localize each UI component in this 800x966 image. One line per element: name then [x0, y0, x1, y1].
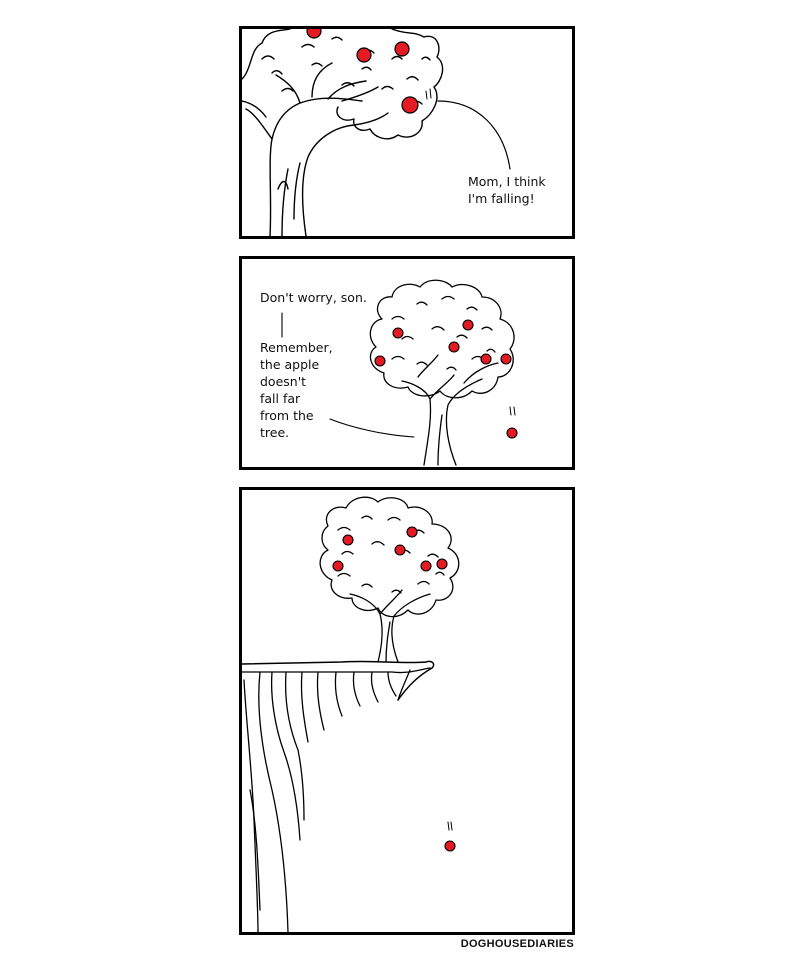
apple [342, 534, 354, 546]
cliff-face [258, 671, 289, 932]
apple [436, 558, 448, 570]
tree-trunk [401, 378, 483, 466]
speech-text: Don't worry, son. [260, 290, 367, 305]
falling-apple [401, 96, 419, 114]
comic-panel-2: Don't worry, son. Remember, the apple do… [239, 256, 575, 470]
apple [500, 353, 512, 365]
apple [448, 341, 460, 353]
falling-apple [506, 427, 518, 439]
apple [332, 560, 344, 572]
cliff-edge [242, 660, 435, 701]
artist-credit: DOGHOUSEDIARIES [460, 938, 574, 950]
apple [420, 560, 432, 572]
apple [306, 29, 322, 39]
apple [392, 327, 404, 339]
tree-canopy [242, 29, 444, 140]
apple [480, 353, 492, 365]
tree-trunk [269, 97, 389, 236]
apple [374, 355, 386, 367]
speech-text: Mom, I think I'm falling! [468, 174, 546, 206]
tree-closeup-drawing [242, 29, 511, 236]
apple [462, 319, 474, 331]
speech-text: Remember, the apple doesn't fall far fro… [260, 340, 333, 440]
comic-panel-1: Mom, I think I'm falling! [239, 26, 575, 239]
speech-tail [437, 100, 511, 170]
speech-tail [329, 418, 415, 438]
falling-apple [444, 840, 456, 852]
tree-canopy [369, 279, 515, 399]
apple [356, 47, 372, 63]
apple [394, 41, 410, 57]
apple [394, 544, 406, 556]
tree-trunk [349, 593, 431, 663]
tree-on-cliff-drawing [242, 496, 460, 932]
tree-canopy [319, 496, 460, 618]
comic-panel-3 [239, 487, 575, 935]
tree-with-apples-drawing [281, 279, 518, 466]
apple [406, 526, 418, 538]
